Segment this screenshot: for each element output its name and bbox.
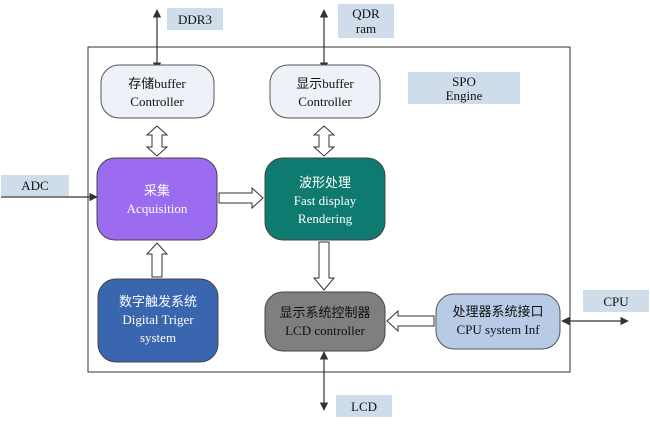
svg-text:Controller: Controller <box>298 94 352 109</box>
cpu-system-interface-block: 处理器系统接口 CPU system Inf <box>435 293 561 350</box>
svg-text:处理器系统接口: 处理器系统接口 <box>452 304 543 319</box>
lcd-controller-block: 显示系统控制器 LCD controller <box>264 291 386 352</box>
digital-trigger-block: 数字触发系统 Digital Triger system <box>97 278 219 363</box>
svg-text:Engine: Engine <box>446 88 483 103</box>
acquisition-to-waveform-arrow <box>218 186 264 210</box>
svg-text:ADC: ADC <box>21 178 48 193</box>
cpu-label: CPU <box>583 290 649 312</box>
acquisition-block: 采集 Acquisition <box>96 157 218 241</box>
svg-text:ram: ram <box>356 21 376 36</box>
adc-label: ADC <box>1 175 69 196</box>
svg-text:SPO: SPO <box>452 74 476 89</box>
spo-engine-label: SPO Engine <box>408 72 520 104</box>
svg-text:Rendering: Rendering <box>298 211 353 226</box>
storage-acquisition-double-arrow <box>145 125 169 157</box>
cpu-to-lcd-arrow <box>386 309 435 333</box>
svg-text:LCD controller: LCD controller <box>285 323 365 338</box>
svg-text:system: system <box>140 330 176 345</box>
lcd-label: LCD <box>336 395 392 417</box>
display-waveform-double-arrow <box>312 125 336 157</box>
waveform-to-lcd-arrow <box>312 241 336 291</box>
svg-text:DDR3: DDR3 <box>178 12 212 27</box>
svg-text:Fast display: Fast display <box>294 193 357 208</box>
qdr-ram-label: QDR ram <box>338 4 394 38</box>
svg-text:LCD: LCD <box>351 399 377 414</box>
svg-text:QDR: QDR <box>352 6 380 21</box>
svg-text:存储buffer: 存储buffer <box>128 76 186 91</box>
display-buffer-controller-block: 显示buffer Controller <box>269 64 381 119</box>
ddr3-label: DDR3 <box>167 8 223 30</box>
svg-text:Digital Triger: Digital Triger <box>122 312 194 327</box>
svg-text:显示系统控制器: 显示系统控制器 <box>279 305 370 320</box>
trigger-to-acquisition-arrow <box>145 242 169 278</box>
svg-text:数字触发系统: 数字触发系统 <box>119 294 197 309</box>
svg-text:CPU: CPU <box>603 294 629 309</box>
waveform-processing-block: 波形处理 Fast display Rendering <box>264 157 386 241</box>
svg-text:Controller: Controller <box>130 94 184 109</box>
svg-text:CPU system Inf: CPU system Inf <box>456 322 540 337</box>
svg-text:Acquisition: Acquisition <box>127 201 188 216</box>
svg-text:显示buffer: 显示buffer <box>296 76 354 91</box>
storage-buffer-controller-block: 存储buffer Controller <box>100 64 215 119</box>
svg-text:波形处理: 波形处理 <box>299 175 351 190</box>
svg-text:采集: 采集 <box>144 183 170 198</box>
